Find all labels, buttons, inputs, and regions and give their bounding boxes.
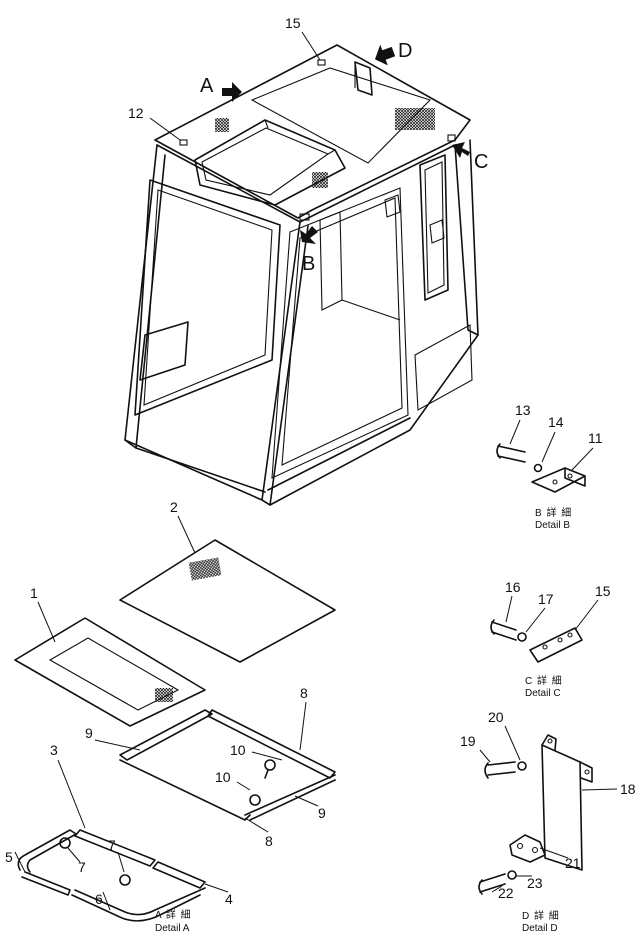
arrow-a-icon (222, 82, 242, 102)
callout-19: 19 (460, 733, 476, 749)
callout-20: 20 (488, 709, 504, 725)
seal-frame-lower: 3 7 7 5 6 4 A 詳 細 Detail A (5, 742, 233, 934)
detail-a-en: Detail A (155, 923, 190, 934)
callout-15-detail: 15 (595, 583, 611, 599)
detail-d: 20 19 18 21 22 23 D 詳 細 Detail D (460, 709, 636, 934)
callout-17: 17 (538, 591, 554, 607)
callout-12: 12 (128, 105, 144, 121)
callout-9-lower: 9 (318, 805, 326, 821)
detail-c-en: Detail C (525, 688, 561, 699)
callout-1: 1 (30, 585, 38, 601)
detail-c-jp: C 詳 細 (525, 674, 563, 687)
view-arrows: A D C B (200, 40, 488, 275)
detail-d-en: Detail D (522, 923, 558, 934)
callout-14: 14 (548, 414, 564, 430)
seal-frame-upper: 9 8 10 10 8 9 (85, 685, 336, 849)
arrow-c-icon (452, 142, 470, 158)
callout-8-upper: 8 (300, 685, 308, 701)
callout-23: 23 (527, 875, 543, 891)
view-letter-b: B (302, 253, 315, 275)
callout-10-lower: 10 (215, 769, 231, 785)
cab-callouts: 15 12 (128, 15, 321, 141)
callout-7-right: 7 (108, 837, 116, 853)
callout-21: 21 (565, 855, 581, 871)
detail-a-jp: A 詳 細 (155, 908, 192, 921)
callout-10-upper: 10 (230, 742, 246, 758)
callout-15-top: 15 (285, 15, 301, 31)
callout-13: 13 (515, 402, 531, 418)
panel-1: 1 (14, 585, 206, 727)
callout-2: 2 (170, 499, 178, 515)
detail-b-jp: B 詳 細 (535, 506, 572, 519)
callout-4: 4 (225, 891, 233, 907)
view-letter-a: A (200, 75, 214, 97)
view-letter-c: C (474, 151, 488, 173)
cab-assembly (124, 44, 479, 506)
callout-11: 11 (588, 430, 603, 446)
callout-9-upper: 9 (85, 725, 93, 741)
arrow-b-icon (300, 226, 318, 244)
detail-b: 13 14 11 B 詳 細 Detail B (496, 402, 603, 531)
arrow-d-icon (374, 44, 396, 66)
callout-22: 22 (498, 885, 514, 901)
hatch-mesh-patch (312, 172, 328, 188)
detail-d-jp: D 詳 細 (522, 909, 560, 922)
callout-3: 3 (50, 742, 58, 758)
detail-b-en: Detail B (535, 520, 570, 531)
callout-18: 18 (620, 781, 636, 797)
detail-c: 16 17 15 C 詳 細 Detail C (490, 579, 611, 699)
callout-5: 5 (5, 849, 13, 865)
glass-panel-2: 2 (119, 499, 336, 663)
callout-16: 16 (505, 579, 521, 595)
view-letter-d: D (398, 40, 412, 62)
callout-7-left: 7 (78, 859, 86, 875)
callout-6: 6 (95, 891, 103, 907)
callout-8-lower: 8 (265, 833, 273, 849)
front-mesh-patch (215, 118, 229, 132)
roof-mesh-patch (395, 108, 435, 130)
